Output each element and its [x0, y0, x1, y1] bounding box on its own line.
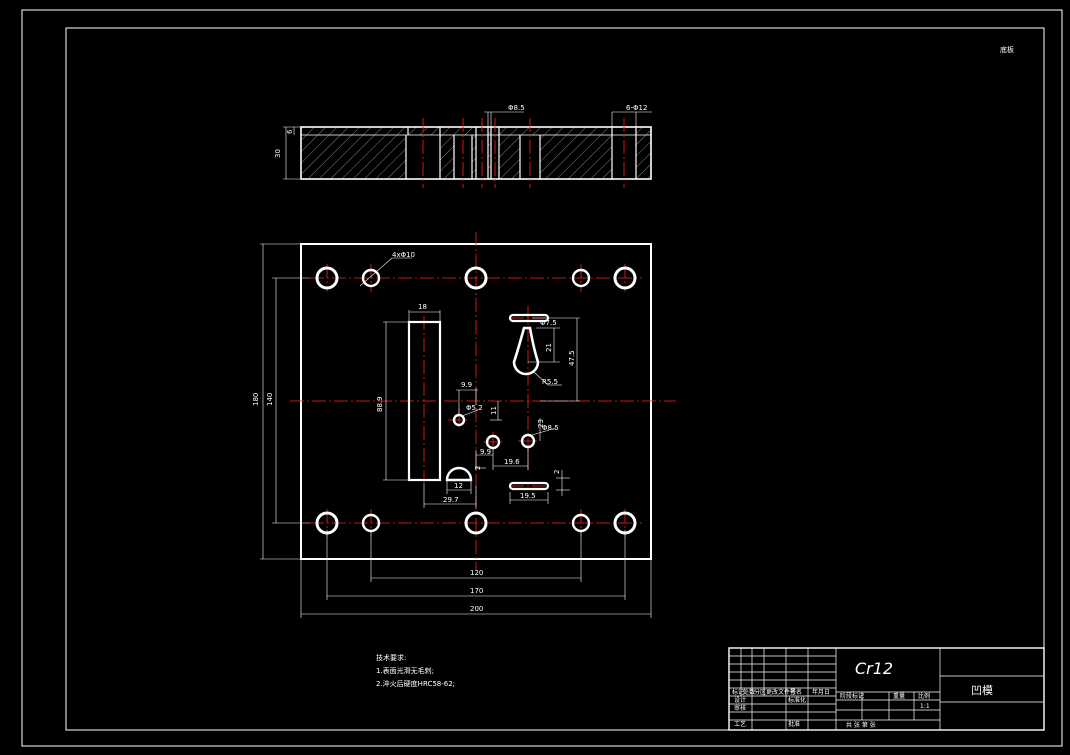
outer-border	[21, 9, 1063, 747]
dim-counterbore: 6-Φ12	[626, 104, 647, 112]
dim-9-9-top: 9.9	[461, 381, 472, 389]
dim-170: 170	[470, 587, 483, 595]
dim-19-5: 19.5	[520, 492, 536, 500]
dim-140: 140	[266, 393, 274, 406]
section-view: 30 6 Φ8.5 6-Φ12	[274, 104, 652, 188]
col-label-1: 处数	[743, 688, 755, 696]
part-name: 凹模	[971, 684, 993, 697]
weight-label: 重量	[893, 692, 905, 700]
dim-23: 23	[537, 419, 545, 428]
row-label-2: 工艺	[734, 720, 746, 728]
dim-phi85: Φ8.5	[542, 424, 559, 432]
dim-drop-width: Φ7.5	[540, 319, 557, 327]
dim-height: 30	[274, 149, 282, 158]
dim-slot-width: 18	[418, 303, 427, 311]
dim-phi52: Φ5.2	[466, 404, 483, 412]
dim-12: 12	[454, 482, 463, 490]
dim-recess: 6	[286, 129, 294, 134]
stage-label: 阶段标记	[840, 692, 864, 700]
dim-small-hole: Φ8.5	[508, 104, 525, 112]
dim-holes: 4xΦ10	[392, 251, 415, 259]
standard-label: 标准化	[788, 696, 806, 704]
dim-11: 11	[490, 406, 498, 415]
dim-19-6: 19.6	[504, 458, 520, 466]
dim-29-7: 29.7	[443, 496, 459, 504]
notes-line-1: 1.表面光滑无毛刺;	[376, 666, 434, 675]
dim-9-9-bottom: 9.9	[480, 448, 491, 456]
sheet-label: 共 张 第 张	[846, 721, 876, 729]
col-label-4: 签名	[790, 688, 802, 696]
col-label-2: 分区	[754, 688, 766, 696]
plan-view: 180 140 120 170 200 18 88.9 4xΦ10 Φ7.5 2…	[252, 232, 676, 618]
dim-2-left: 2	[474, 466, 482, 470]
dim-drop-length: 21	[545, 343, 553, 352]
dim-slot-length: 88.9	[376, 396, 384, 412]
row-label-1: 审核	[734, 704, 746, 712]
technical-notes: 技术要求: 1.表面光滑无毛刺; 2.淬火后硬度HRC58-62;	[376, 653, 455, 688]
row-label-0: 设计	[734, 696, 746, 704]
scale-label: 比例	[918, 692, 930, 700]
notes-line-2: 2.淬火后硬度HRC58-62;	[376, 679, 455, 688]
col-label-3: 更改文件号	[766, 688, 796, 696]
approve-label: 批准	[788, 720, 800, 728]
col-label-5: 年月日	[812, 688, 830, 696]
material-label: Cr12	[855, 659, 893, 678]
notes-title: 技术要求:	[376, 653, 406, 662]
dim-120: 120	[470, 569, 483, 577]
scale-value: 1:1	[920, 703, 930, 710]
dim-180: 180	[252, 393, 260, 406]
dim-drop-height: 47.5	[568, 350, 576, 366]
dim-2-right: 2	[553, 470, 561, 474]
col-label-0: 标记	[732, 688, 744, 696]
corner-label: 底板	[1000, 45, 1014, 54]
dim-200: 200	[470, 605, 483, 613]
title-block: 标记 处数 分区 更改文件号 签名 年月日 设计 标准化 审核 工艺 批准 阶段…	[728, 647, 1045, 731]
dim-drop-radius: R5.5	[542, 378, 558, 386]
inner-border	[65, 27, 1045, 731]
